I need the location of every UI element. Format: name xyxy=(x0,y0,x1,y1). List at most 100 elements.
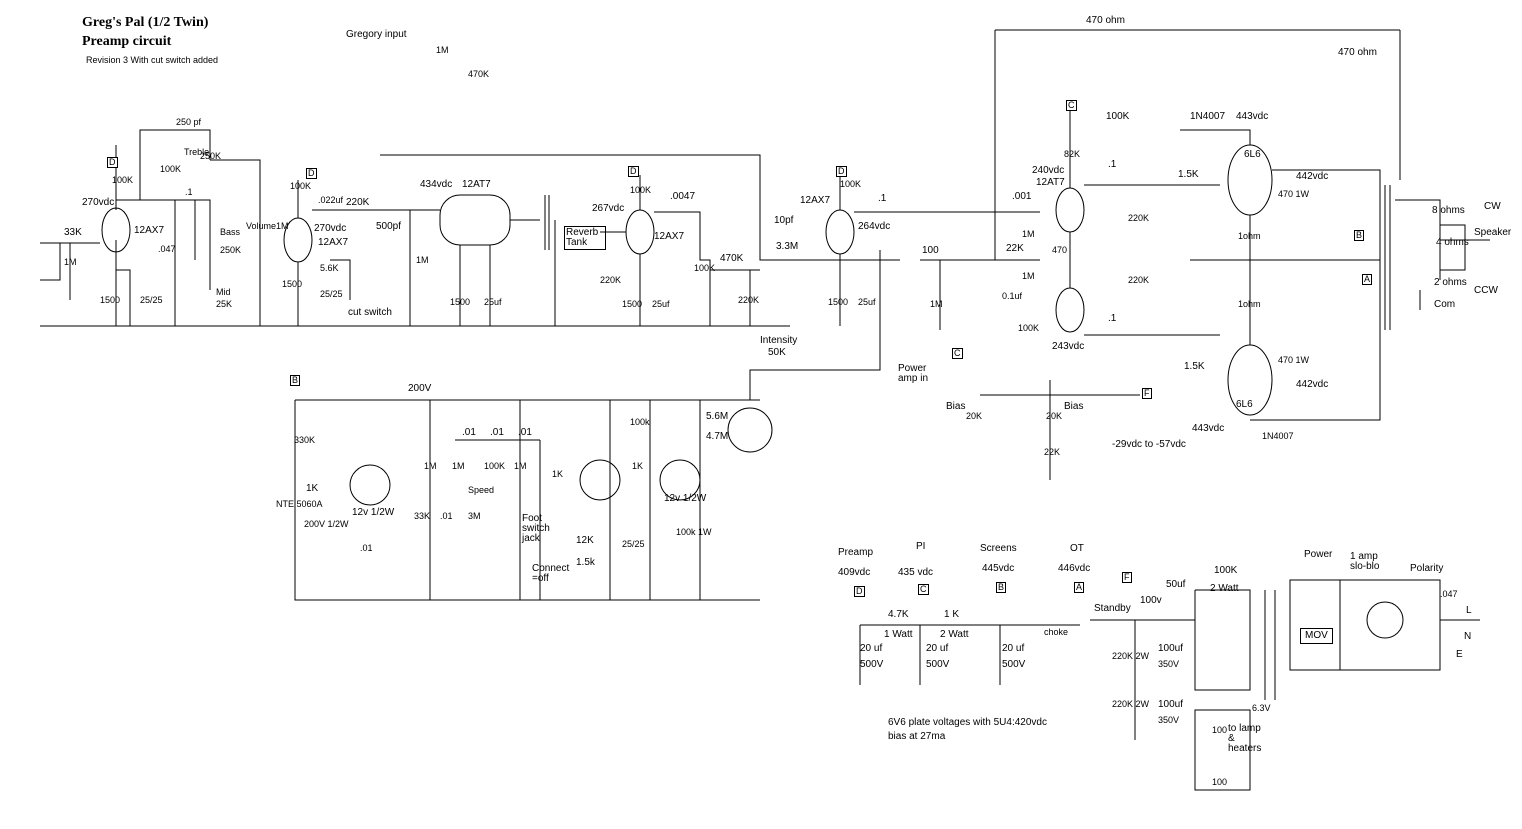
ps-d-tag: D xyxy=(854,586,865,597)
trem-r-100k: 100K xyxy=(484,461,506,471)
cut-switch-label[interactable]: cut switch xyxy=(348,307,392,318)
treble-pot-label: 250K xyxy=(200,151,222,161)
c-250pf-label: 250 pf xyxy=(176,117,202,127)
diode-top-label: 1N4007 xyxy=(1190,111,1226,122)
opto-r2: 4.7M xyxy=(706,431,729,442)
trem-zener: NTE 5060A xyxy=(276,499,323,509)
treble-label: Treble xyxy=(184,147,210,157)
v4-tube xyxy=(825,209,855,255)
intensity-wire xyxy=(749,360,881,400)
grid-r-1-5k: 1.5K xyxy=(1178,169,1199,180)
bass-label: Bass xyxy=(220,227,241,237)
supply-d-tag: D xyxy=(107,157,118,168)
mixer-plate-r: 100K xyxy=(840,179,862,189)
ps-ot-voltage: 446vdc xyxy=(1058,563,1091,574)
ps-r-1k-watt: 2 Watt xyxy=(940,629,969,640)
recovery-tube-label: 12AX7 xyxy=(654,231,685,242)
c-0047-label: .0047 xyxy=(670,191,696,202)
ps-c-047: .047 xyxy=(1440,589,1458,599)
trem-r-1k-c: 1K xyxy=(632,461,644,471)
trem-cap-25-25: 25/25 xyxy=(622,539,645,549)
ps-pi-label: PI xyxy=(916,541,926,552)
ps-cap2: 20 uf xyxy=(926,643,949,654)
pi-r-220k-a: 220K xyxy=(1128,213,1150,223)
phase-shift-wire xyxy=(455,439,541,600)
ps-r-100k: 100K xyxy=(1214,565,1238,576)
tone-stack-wire xyxy=(116,129,261,326)
c-10pf-label: 10pf xyxy=(774,215,794,226)
trem-r-33k: 33K xyxy=(414,511,431,521)
c-047-label: .047 xyxy=(158,244,176,254)
v3-tube xyxy=(625,209,655,255)
recovery-plate-voltage: 267vdc xyxy=(592,203,625,214)
trem-r-330k: 330K xyxy=(294,435,316,445)
ps-note-2: bias at 27ma xyxy=(888,731,946,742)
bias-label-1[interactable]: Bias xyxy=(946,401,966,412)
bias-pot-1[interactable]: 20K xyxy=(966,411,983,421)
pi-c-tag: C xyxy=(1066,100,1077,111)
stage2-wire xyxy=(297,180,380,326)
pi-wire xyxy=(1069,110,1220,336)
mixer-cathode-c: 25uf xyxy=(858,297,876,307)
v1b-cathode-r: 1500 xyxy=(282,279,303,289)
ps-standby[interactable]: Standby xyxy=(1094,603,1131,614)
power-amp-in-label: Power amp in xyxy=(898,363,929,384)
speaker-label[interactable]: Speaker xyxy=(1474,227,1512,238)
trem-speed-pot[interactable]: 3M xyxy=(468,511,481,521)
trem-r-100k-b: 100k xyxy=(630,417,650,427)
v1b-plate-r: 100K xyxy=(290,181,312,191)
tone-stack-branch xyxy=(174,200,196,326)
mid-pot-label: 25K xyxy=(216,299,233,309)
ps-screens-voltage: 445vdc xyxy=(982,563,1015,574)
revision-note: Revision 3 With cut switch added xyxy=(86,55,219,65)
trem-foot-switch[interactable]: Foot switch jack xyxy=(522,513,550,544)
ps-cap3: 20 uf xyxy=(1002,643,1025,654)
supply-d-tag-3: D xyxy=(628,166,639,177)
intensity-pot[interactable]: 50K xyxy=(768,347,786,358)
recovery-r-220k: 220K xyxy=(600,275,622,285)
r-5-6k-label: 5.6K xyxy=(320,263,339,273)
pi-tube-b xyxy=(1055,287,1085,333)
bass-pot-label: 250K xyxy=(220,245,242,255)
reverb-pot-label[interactable]: 100K xyxy=(694,263,716,273)
input-jack-wire xyxy=(40,242,100,300)
trem-c-01-e: .01 xyxy=(518,427,532,438)
ps-c-100uf-b: 100uf xyxy=(1158,699,1184,710)
bias-pot-2[interactable]: 20K xyxy=(1046,411,1063,421)
intensity-label[interactable]: Intensity xyxy=(760,335,798,346)
tremolo-rail xyxy=(294,399,760,601)
r-470k-label: 470K xyxy=(468,69,490,79)
ps-power-label[interactable]: Power xyxy=(1304,549,1333,560)
ps-polarity[interactable]: Polarity xyxy=(1410,563,1444,574)
mid-label: Mid xyxy=(216,287,231,297)
reverb-send-wire xyxy=(380,209,440,326)
bias-label-2[interactable]: Bias xyxy=(1064,401,1084,412)
trem-speed-label[interactable]: Speed xyxy=(468,485,495,495)
ps-screens-label: Screens xyxy=(980,543,1017,554)
pi-c-001: .001 xyxy=(1012,191,1032,202)
trem-zener-2: 12v 1/2W xyxy=(664,493,707,504)
output-transformer xyxy=(1384,185,1391,330)
screen-r-bottom: 470 1W xyxy=(1278,355,1310,365)
ot-a-tag: A xyxy=(1362,274,1373,285)
optocoupler xyxy=(727,407,773,453)
pi-input-wire xyxy=(920,259,1040,330)
v1a-tube xyxy=(101,207,131,253)
reverb-driver-tube xyxy=(439,194,511,246)
mixer-c-01: .1 xyxy=(878,193,887,204)
mixer-wire xyxy=(839,175,1040,326)
trem-connect: Connect =off xyxy=(532,563,570,584)
ps-note-1: 6V6 plate voltages with 5U4:420vdc xyxy=(888,717,1047,728)
v1b-plate-voltage: 270vdc xyxy=(314,223,347,234)
reverb-driver-tube-label: 12AT7 xyxy=(462,179,491,190)
tap-8-ohms: 8 ohms xyxy=(1432,205,1465,216)
v1a-cathode-c: 25/25 xyxy=(140,295,163,305)
bias-r-22k: 22K xyxy=(1044,447,1061,457)
pi-r-100k: 100K xyxy=(1106,111,1130,122)
tremolo-fet-3 xyxy=(659,459,701,501)
ps-r-2w: 2 Watt xyxy=(1210,583,1239,594)
pi-r-220k-b: 220K xyxy=(1128,275,1150,285)
r-220k-label: 220K xyxy=(346,197,370,208)
r-100k-tone-label: 100K xyxy=(160,164,182,174)
recovery-plate-r: 100K xyxy=(630,185,652,195)
